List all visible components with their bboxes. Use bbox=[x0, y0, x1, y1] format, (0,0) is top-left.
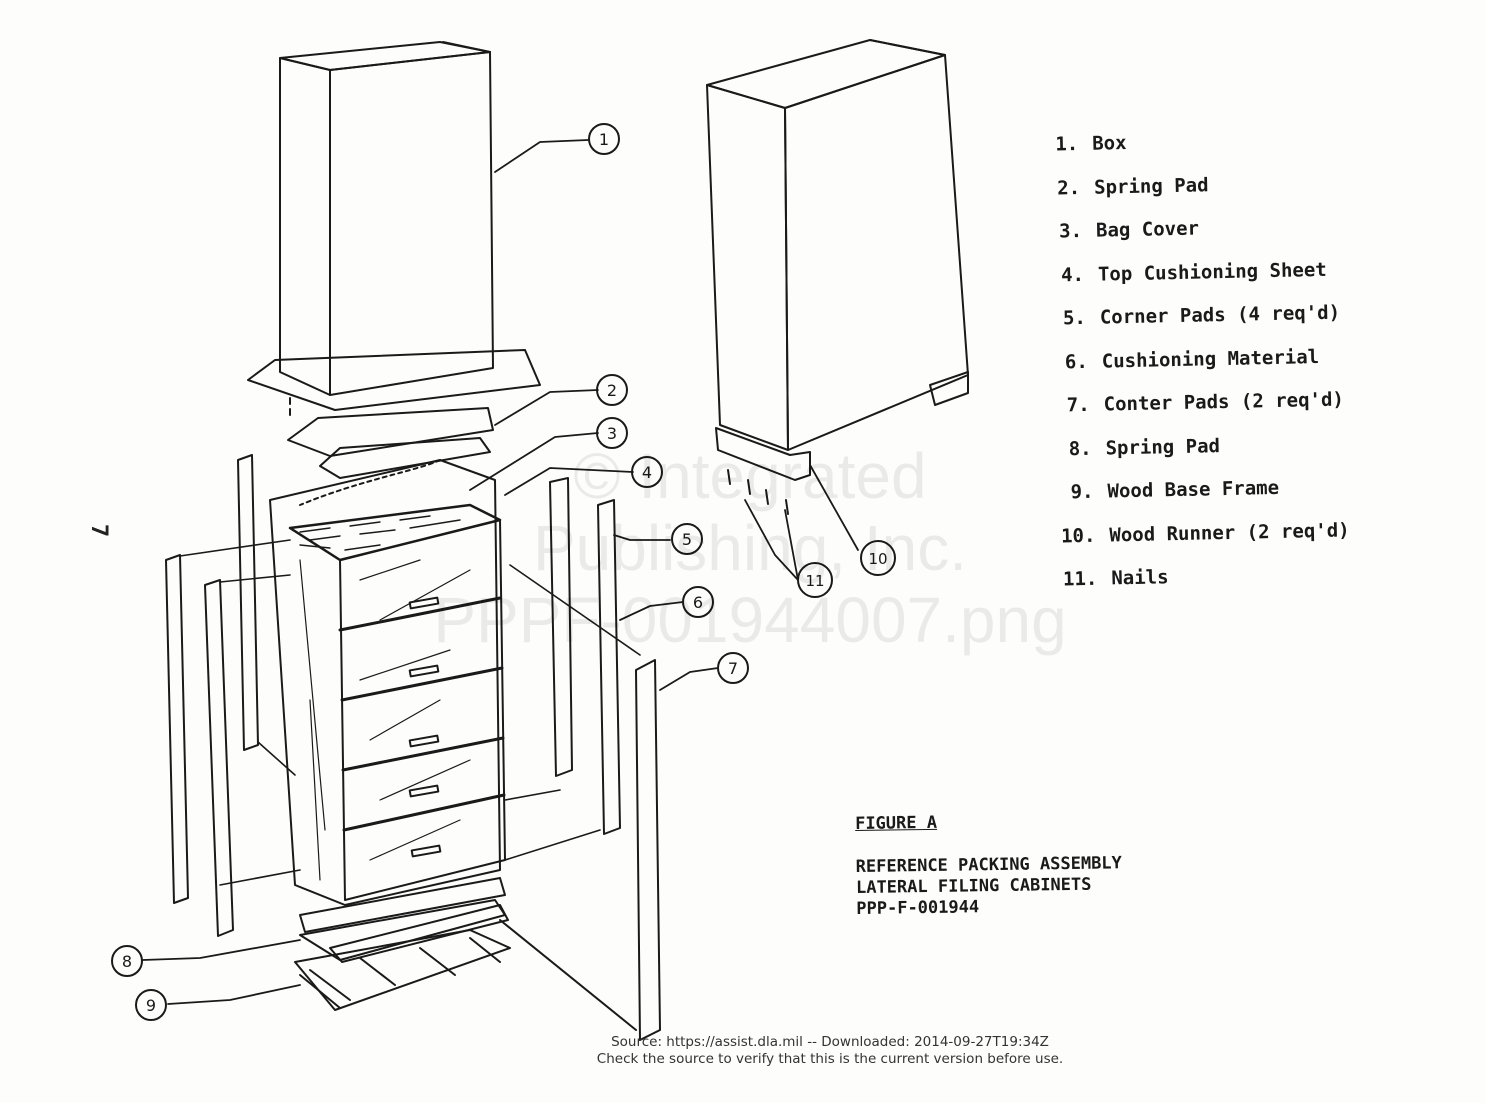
legend-label: Box bbox=[1091, 132, 1127, 155]
legend-item: 5. Corner Pads (4 req'd) bbox=[1040, 301, 1346, 351]
callout-11: 11 bbox=[805, 572, 824, 590]
legend-label: Corner Pads (4 req'd) bbox=[1099, 301, 1341, 329]
box-exploded bbox=[279, 41, 494, 396]
cabinet-assembly bbox=[269, 459, 506, 906]
callout-9: 9 bbox=[146, 996, 156, 1015]
legend-label: Cushioning Material bbox=[1101, 345, 1320, 373]
top-cushioning-sheet bbox=[287, 407, 494, 479]
page-number: 7 bbox=[86, 523, 112, 538]
base-assembly bbox=[294, 877, 511, 1011]
callout-3: 3 bbox=[607, 424, 617, 443]
callout-numbers: 1 2 3 4 5 6 7 8 9 10 11 bbox=[122, 130, 888, 1015]
callout-6: 6 bbox=[693, 593, 703, 612]
footer-line-1: Source: https://assist.dla.mil -- Downlo… bbox=[611, 1034, 1049, 1050]
leader-lines bbox=[142, 139, 859, 1005]
legend-item: 7. Conter Pads (2 req'd) bbox=[1043, 388, 1347, 438]
legend-item: 3. Bag Cover bbox=[1036, 215, 1344, 265]
legend-item: 2. Spring Pad bbox=[1034, 171, 1343, 221]
legend-label: Spring Pad bbox=[1093, 173, 1209, 199]
footer-line-2: Check the source to verify that this is … bbox=[596, 1051, 1064, 1067]
spring-pad-top bbox=[247, 349, 541, 421]
callout-10: 10 bbox=[868, 550, 887, 568]
callout-1: 1 bbox=[599, 130, 609, 149]
legend-item: 4. Top Cushioning Sheet bbox=[1038, 258, 1345, 308]
legend-item: 6. Cushioning Material bbox=[1042, 345, 1347, 395]
callout-4: 4 bbox=[642, 463, 652, 482]
callout-circles bbox=[111, 123, 896, 1021]
caption-line-3: PPP-F-001944 bbox=[856, 897, 980, 919]
box-assembled bbox=[706, 39, 969, 515]
legend-label: Conter Pads (2 req'd) bbox=[1103, 388, 1345, 416]
callout-8: 8 bbox=[122, 952, 132, 971]
figure-caption: FIGURE A REFERENCE PACKING ASSEMBLY LATE… bbox=[855, 810, 1123, 920]
callout-7: 7 bbox=[728, 659, 738, 678]
corner-pads bbox=[165, 454, 621, 937]
figure-title: FIGURE A bbox=[855, 812, 938, 834]
caption-line-2: LATERAL FILING CABINETS bbox=[855, 874, 1092, 898]
source-footer: Source: https://assist.dla.mil -- Downlo… bbox=[440, 1034, 1220, 1068]
center-pad bbox=[499, 659, 661, 1041]
legend-label: Bag Cover bbox=[1095, 217, 1200, 242]
watermark: © Integrated Publishing, Inc. PPPF-00194… bbox=[433, 440, 1067, 656]
callout-2: 2 bbox=[607, 381, 617, 400]
legend-item: 1. Box bbox=[1032, 128, 1342, 178]
callout-5: 5 bbox=[682, 530, 692, 549]
cushioning-material bbox=[179, 539, 641, 886]
legend-label: Top Cushioning Sheet bbox=[1097, 258, 1327, 286]
